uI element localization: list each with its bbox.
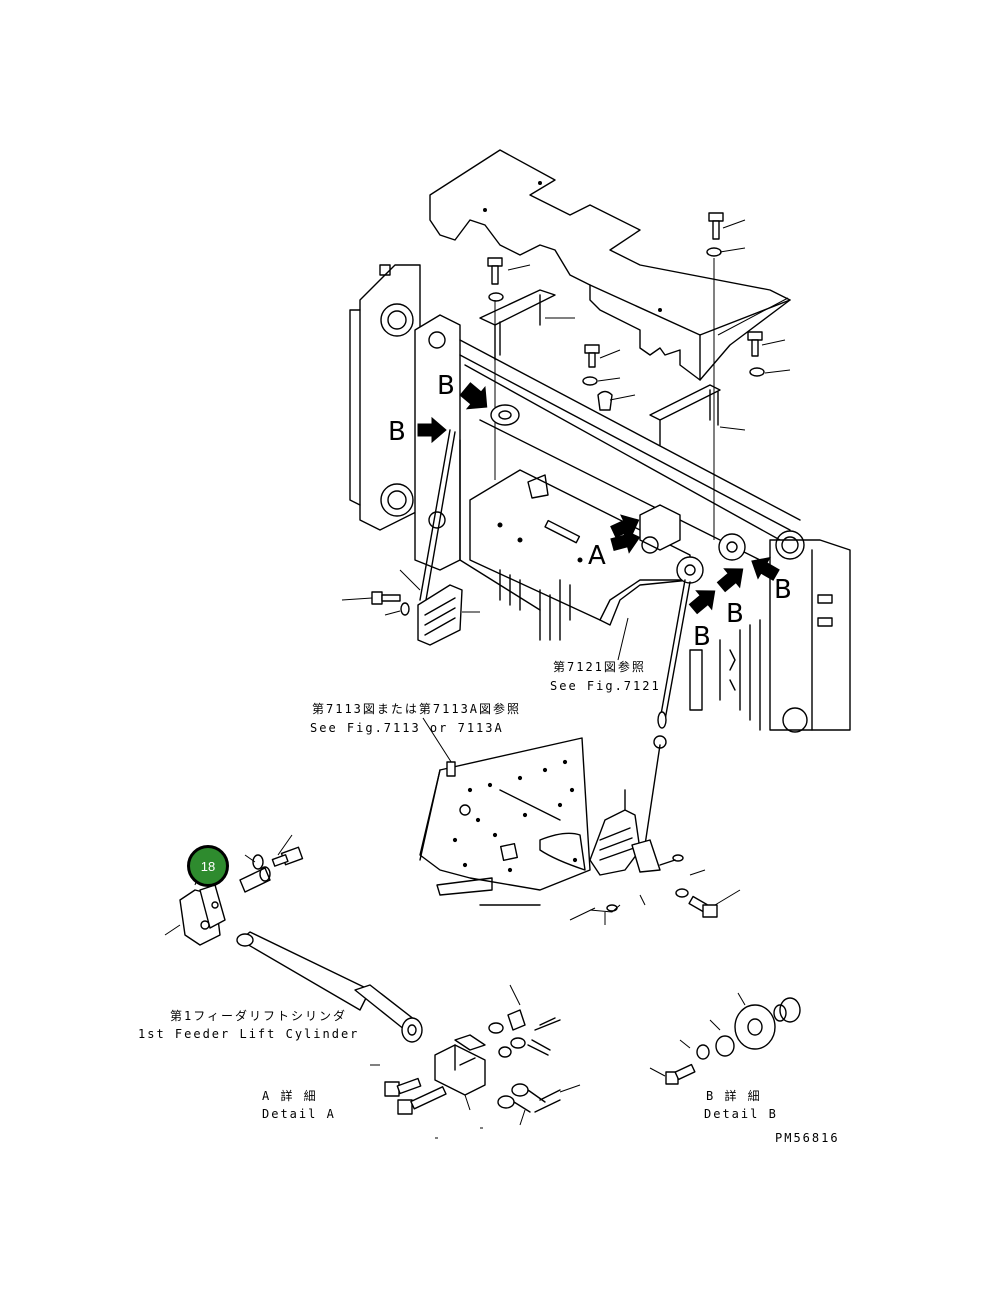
cables xyxy=(419,429,691,846)
view-marker-b: B xyxy=(388,417,406,447)
pedal-lower xyxy=(569,789,741,925)
right-side-frame xyxy=(689,530,851,733)
view-marker-b: B xyxy=(693,622,711,652)
pedal-upper xyxy=(341,569,480,646)
top-cover-plate xyxy=(429,149,791,381)
fig7121-label-en: See Fig.7121 xyxy=(550,679,661,693)
view-marker-b: B xyxy=(726,599,744,629)
bolt xyxy=(397,1086,447,1115)
detail-a-parts xyxy=(370,984,581,1126)
feeder-lift-cylinder xyxy=(164,834,423,1043)
plate-holes xyxy=(452,759,578,873)
upper-brackets xyxy=(479,212,791,540)
bolt xyxy=(371,591,401,605)
callout-number: 18 xyxy=(200,858,216,874)
bolt xyxy=(584,344,600,368)
detail-b-parts xyxy=(649,992,801,1085)
drawing-code: PM56816 xyxy=(775,1131,840,1145)
bolt xyxy=(747,331,763,357)
left-side-frame xyxy=(349,264,461,571)
bolt xyxy=(688,895,718,918)
bolt xyxy=(384,1077,422,1097)
detail-b-label-jp: B 詳 細 xyxy=(706,1088,762,1103)
fig7113-label-jp: 第7113図または第7113A図参照 xyxy=(312,701,521,716)
lower-plate xyxy=(419,737,591,906)
view-marker-b: B xyxy=(437,371,455,401)
detail-a-label-jp: A 詳 細 xyxy=(262,1088,318,1103)
bolt xyxy=(708,212,724,240)
bolt xyxy=(665,1063,696,1085)
bolt xyxy=(271,846,304,867)
pulleys xyxy=(490,404,746,584)
main-frame xyxy=(459,339,801,641)
detail-a-label-en: Detail A xyxy=(262,1107,336,1121)
view-marker-a: A xyxy=(588,541,606,571)
cylinder-label-jp: 第1フィーダリフトシリンダ xyxy=(170,1008,347,1023)
bolt xyxy=(487,257,503,285)
view-arrows: B B A B B B xyxy=(388,371,792,652)
cylinder-label-en: 1st Feeder Lift Cylinder xyxy=(138,1027,359,1041)
view-marker-b: B xyxy=(774,575,792,605)
part-callout-badge[interactable]: 18 xyxy=(187,845,229,887)
fig7121-label-jp: 第7121図参照 xyxy=(553,659,646,674)
fig7113-label-en: See Fig.7113 or 7113A xyxy=(310,721,504,735)
detail-b-label-en: Detail B xyxy=(704,1107,778,1121)
